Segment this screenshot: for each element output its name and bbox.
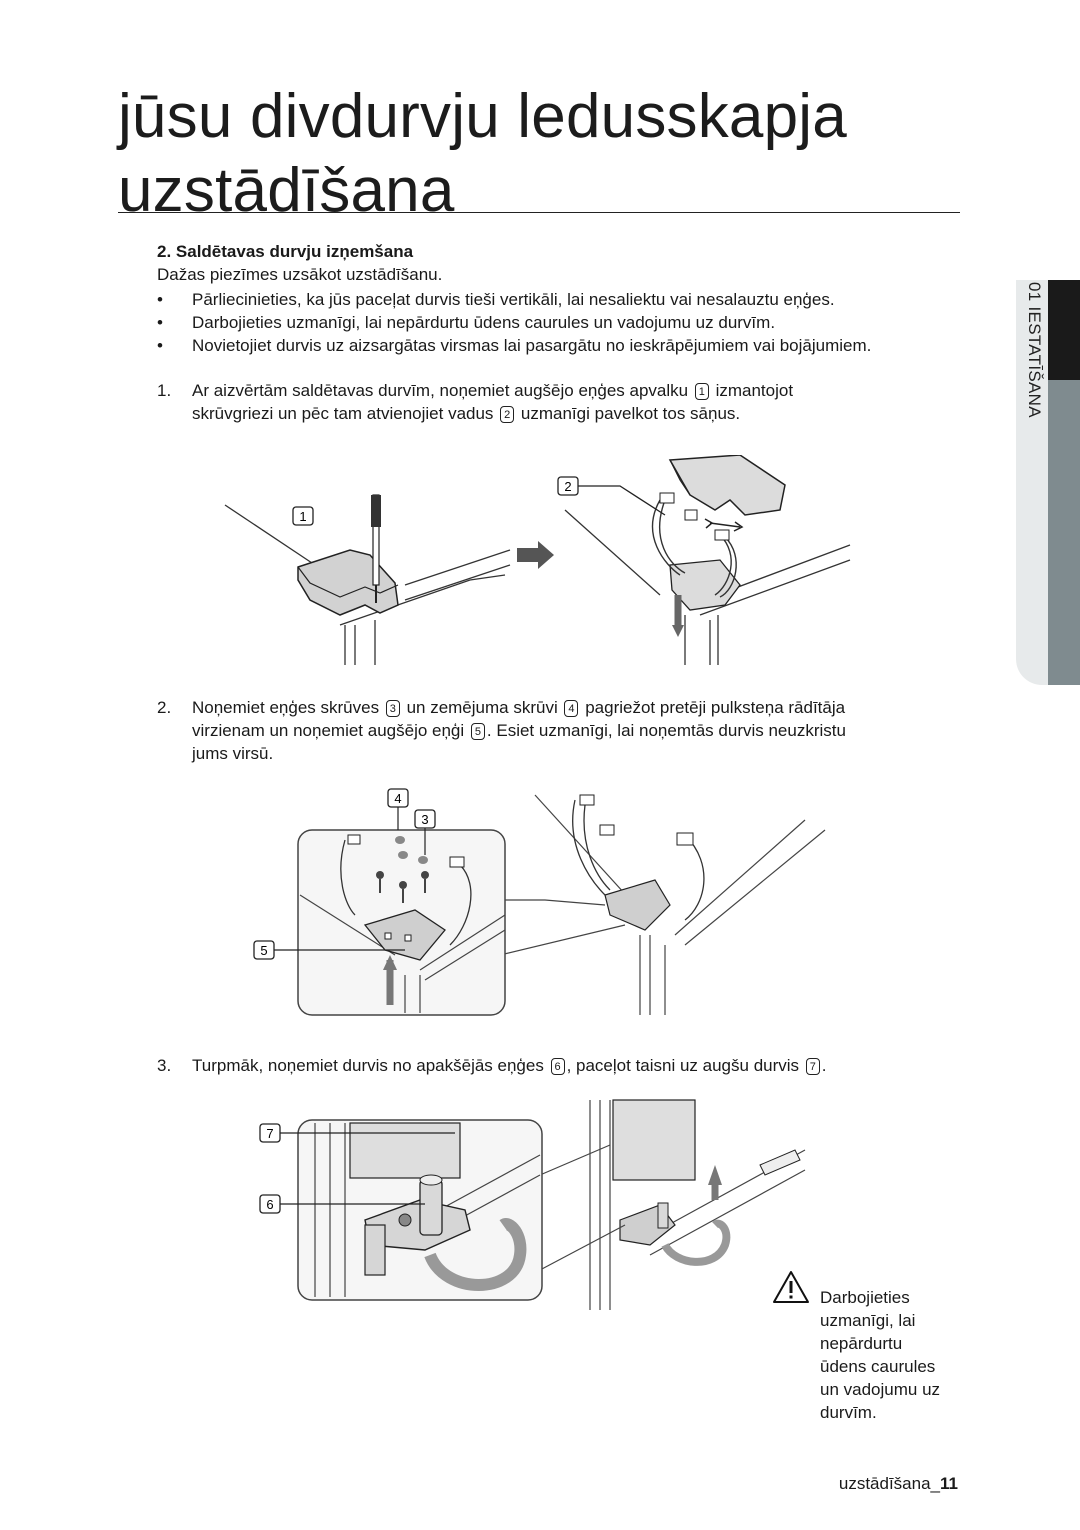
callout-badge: 1 [694,383,709,400]
figure-label: 5 [260,943,267,958]
step-2-line-2: virzienam un noņemiet augšējo eņģi 5. Es… [192,721,846,740]
figure-label: 2 [564,479,571,494]
figure-label: 6 [266,1197,273,1212]
note-line: Darbojieties [820,1288,910,1307]
figure-label: 3 [421,812,428,827]
note-line: durvīm. [820,1403,877,1422]
note-line: ūdens caurules [820,1357,936,1376]
callout-badge: 6 [550,1058,565,1075]
figure-label: 7 [266,1126,273,1141]
bullet-item: Darbojieties uzmanīgi, lai nepārdurtu ūd… [192,313,776,332]
figure-upper-hinge-removal: 4 3 5 [253,788,826,1016]
bullet-dot: • [157,290,163,309]
step-1-line-2: skrūvgriezi un pēc tam atvienojiet vadus… [192,404,741,423]
step-number: 2. [157,698,172,717]
callout-badge: 4 [564,700,579,717]
warning-triangle-icon [773,1271,809,1303]
page-title: jūsu divdurvju ledusskapja uzstādīšana [118,80,968,228]
bullet-item: Novietojiet durvis uz aizsargātas virsma… [192,336,872,355]
title-rule [118,212,960,213]
callout-badge: 5 [470,723,485,740]
side-tab-dark-block [1048,280,1080,380]
step-2-line-1: Noņemiet eņģes skrūves 3 un zemējuma skr… [192,698,846,717]
footer-section: uzstādīšana_ [838,1474,941,1493]
figure-hinge-cover-removal: 1 2 [224,455,851,665]
figure-callout-1 [292,506,314,526]
bullet-dot: • [157,313,163,332]
warning-note: Darbojieties uzmanīgi, lai nepārdurtu ūd… [820,1286,970,1424]
right-arrow-icon [517,541,554,569]
bullet-item: Pārliecinieties, ka jūs paceļat durvis t… [192,290,835,309]
figure-lower-hinge-removal: 7 6 [259,1099,806,1310]
note-line: un vadojumu uz [820,1380,941,1399]
title-line-1: jūsu divdurvju ledusskapja [118,82,847,151]
callout-badge: 7 [805,1058,820,1075]
callout-badge: 2 [500,406,515,423]
figure-label: 1 [299,509,306,524]
side-tab-label: 01 IESTATĪŠANA [1025,282,1044,418]
bullet-dot: • [157,336,163,355]
section-intro: Dažas piezīmes uzsākot uzstādīšanu. [157,265,443,284]
note-line: nepārdurtu [820,1334,903,1353]
step-1-line-1: Ar aizvērtām saldētavas durvīm, noņemiet… [192,381,794,400]
note-line: uzmanīgi, lai [820,1311,916,1330]
side-tab-background [1016,280,1048,685]
page-footer: uzstādīšana_11 [839,1474,958,1494]
page-number: 11 [940,1474,958,1493]
section-heading: 2. Saldētavas durvju izņemšana [157,242,414,261]
callout-badge: 3 [385,700,400,717]
step-3-line-1: Turpmāk, noņemiet durvis no apakšējās eņ… [192,1056,827,1075]
title-line-2: uzstādīšana [118,156,455,225]
step-number: 3. [157,1056,172,1075]
step-number: 1. [157,381,172,400]
step-2-line-3: jums virsū. [192,744,274,763]
figure-label: 4 [394,791,401,806]
side-tab-gray-block [1048,380,1080,685]
